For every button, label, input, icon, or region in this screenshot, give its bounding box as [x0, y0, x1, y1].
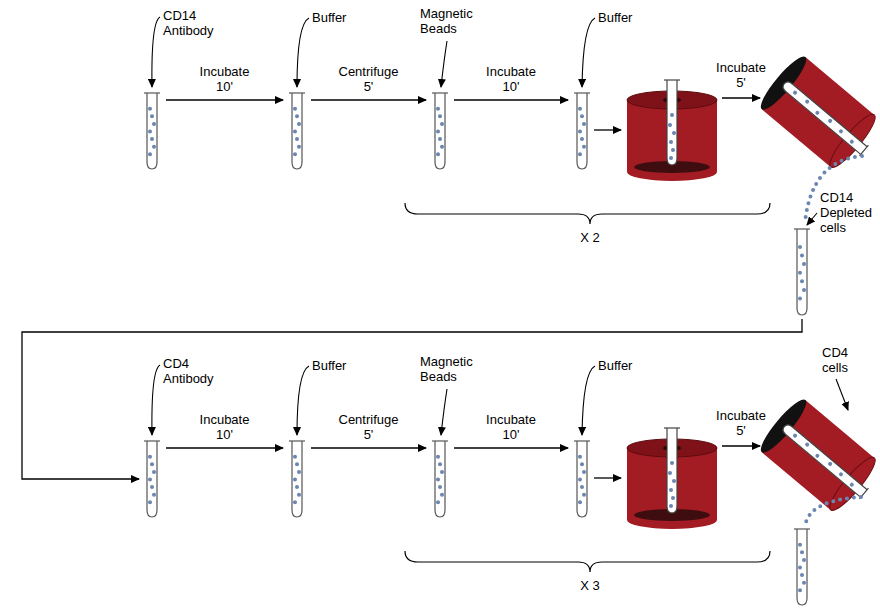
test-tube	[574, 92, 590, 170]
tube-node: CD4 cells	[794, 345, 850, 606]
reagent-label: Magnetic Beads	[420, 354, 473, 384]
repeat-count: X 2	[580, 230, 600, 245]
step-label: Incubate 10'	[200, 64, 250, 94]
step-label: Incubate 5'	[716, 408, 766, 438]
reagent-label: CD14 Depleted cells	[820, 190, 872, 235]
test-tube	[432, 440, 448, 518]
reagent-label: CD4 cells	[822, 345, 848, 375]
tube-node: Magnetic Beads	[420, 354, 475, 518]
step-label: Incubate 10'	[486, 64, 536, 94]
step-label: Centrifuge 5'	[339, 64, 399, 94]
reagent-label: CD4 Antibody	[163, 356, 214, 386]
test-tube	[144, 92, 160, 170]
leader-arrow	[807, 213, 817, 225]
tube-node: CD14 Antibody	[144, 8, 216, 170]
test-tube	[794, 228, 810, 316]
step-label: Incubate 10'	[486, 412, 536, 442]
tilted-magnet	[756, 395, 880, 520]
tilted-magnet	[756, 52, 880, 177]
process-row	[152, 17, 770, 224]
tube-node: Magnetic Beads	[420, 6, 475, 170]
test-tube	[289, 440, 305, 518]
step-label: Incubate 10'	[200, 412, 250, 442]
process-arrow	[311, 447, 426, 448]
reagent-label: Buffer	[312, 358, 346, 373]
process-arrow	[454, 447, 568, 448]
process-row	[152, 365, 770, 572]
process-arrow	[454, 99, 568, 100]
cell-stream	[806, 497, 861, 522]
step-label: Incubate 5'	[716, 60, 766, 90]
repeat-count: X 3	[580, 578, 600, 593]
reagent-label: CD14 Antibody	[163, 8, 214, 38]
process-arrow	[22, 319, 802, 479]
reagent-label: Buffer	[312, 10, 346, 25]
tube-node: Buffer	[289, 10, 348, 170]
reagent-label: Buffer	[598, 10, 632, 25]
tube-node: Buffer	[574, 10, 634, 170]
process-arrow	[311, 99, 426, 100]
tube-node: CD4 Antibody	[144, 356, 216, 518]
process-arrow	[166, 99, 283, 100]
step-label: Centrifuge 5'	[339, 412, 399, 442]
test-tube	[289, 92, 305, 170]
tube-node: CD14 Depleted cells	[794, 190, 874, 316]
test-tube	[794, 528, 810, 606]
leader-arrow	[836, 379, 848, 410]
tube-node: Buffer	[289, 358, 348, 518]
tube-node: Buffer	[574, 358, 634, 518]
test-tube	[144, 440, 160, 518]
test-tube	[432, 92, 448, 170]
test-tube	[574, 440, 590, 518]
reagent-label: Buffer	[598, 358, 632, 373]
process-arrow	[166, 447, 283, 448]
reagent-label: Magnetic Beads	[420, 6, 473, 36]
